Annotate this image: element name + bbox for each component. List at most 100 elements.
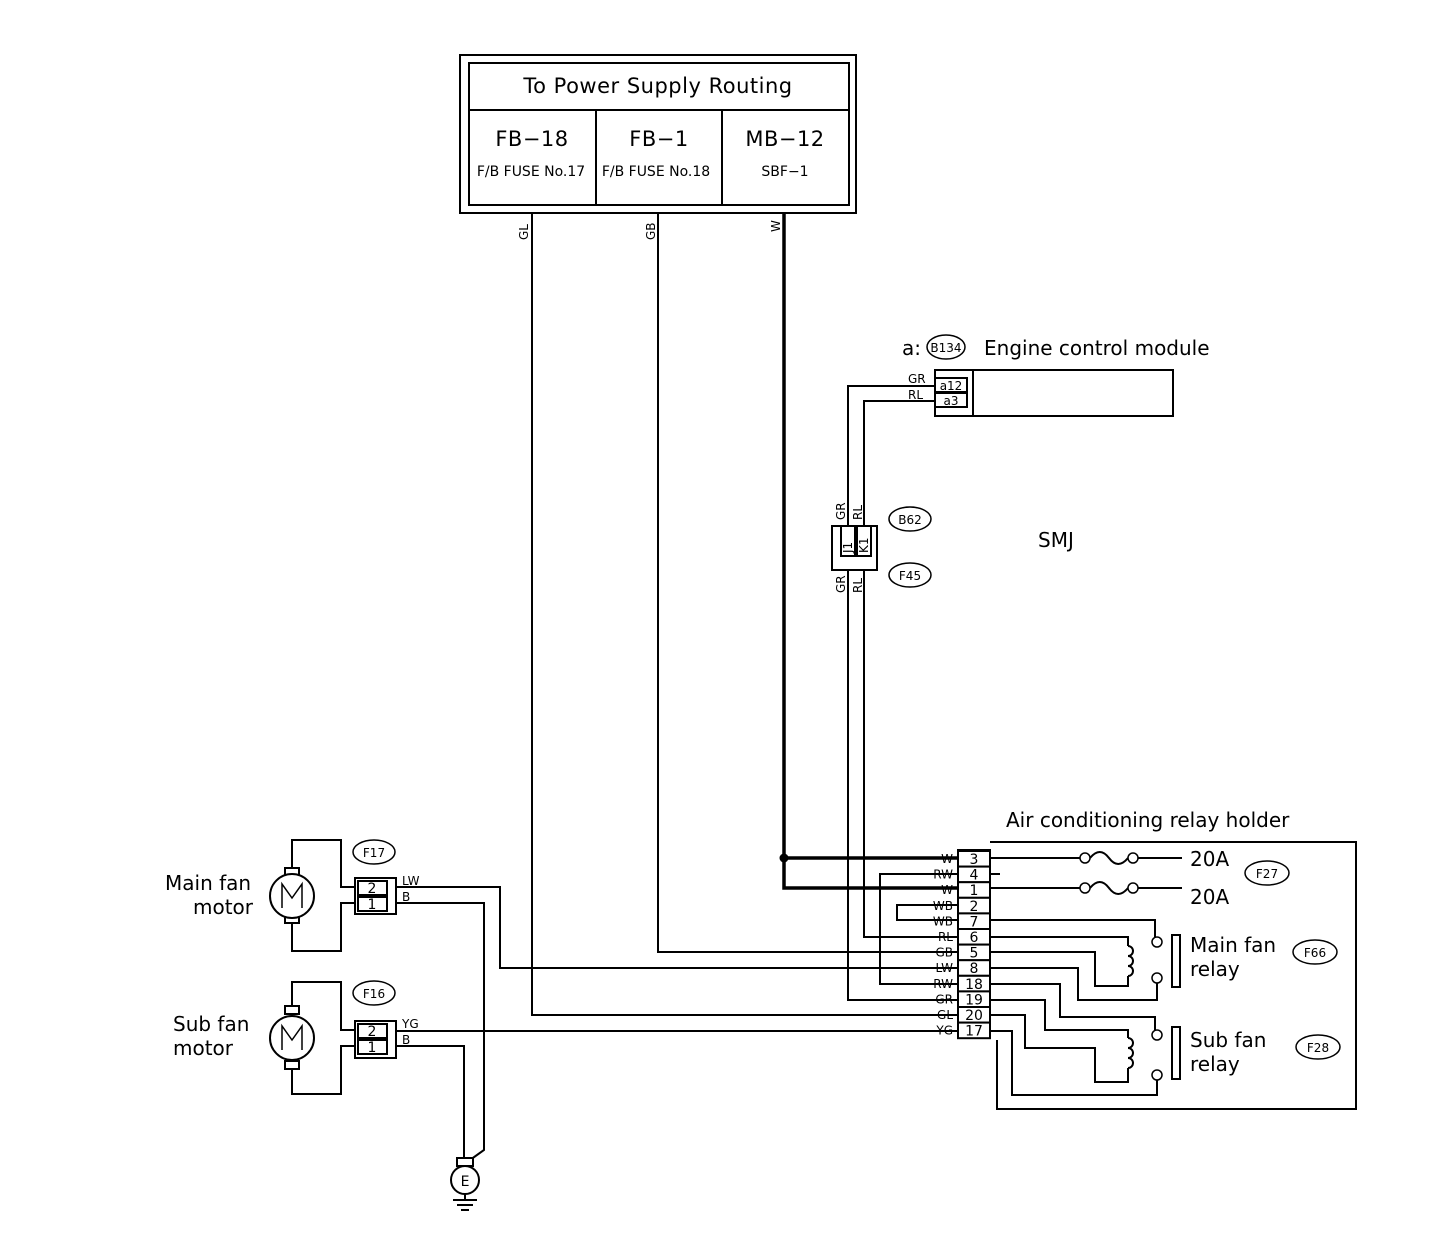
sub-fan-motor-icon (269, 1015, 315, 1061)
relay-wire-label: LW (936, 961, 954, 975)
main-fan-wire-b: B (402, 890, 410, 904)
sub-relay-connector: F28 (1307, 1041, 1329, 1055)
relay-pin-4: 4 (970, 868, 979, 884)
sub-fan-pin-1: 1 (368, 1040, 377, 1056)
main-relay-connector: F66 (1304, 946, 1326, 960)
power-col-3-code: MB−12 (745, 127, 824, 151)
fuse-2-rating: 20A (1190, 885, 1229, 909)
ecm-connector: B134 (930, 341, 961, 355)
fuse-connector-badge (1244, 860, 1290, 886)
ecm-label: Engine control module (984, 336, 1210, 360)
ecm-wire-gr: GR (908, 372, 926, 386)
wire-label-gl: GL (517, 224, 531, 240)
smj-wire-top-gr: GR (834, 502, 848, 520)
smj-wire-bottom-gr: GR (834, 575, 848, 593)
wire-wb-loop (896, 904, 958, 921)
power-col-1-sub: F/B FUSE No.17 (477, 164, 585, 180)
smj-wire-top-rl: RL (851, 505, 865, 520)
fuse-1-rating: 20A (1190, 847, 1229, 871)
main-fan-label-1: Main fan (165, 871, 251, 895)
relay-wire-label: GB (935, 946, 953, 960)
wire-b-sub (396, 1045, 465, 1160)
wire-lw (396, 886, 958, 969)
wire-gb (657, 213, 958, 953)
main-fan-connector-badge (352, 839, 396, 865)
wire-gl (531, 213, 958, 1016)
sub-relay-label-2: relay (1190, 1052, 1240, 1076)
main-fan-motor-icon (269, 873, 315, 919)
smj-connector-b62-label: B62 (898, 513, 922, 527)
sub-fan-label-1: Sub fan (173, 1012, 249, 1036)
wire-rl-ecm (863, 400, 958, 938)
ecm-pin-a3: a3 (944, 394, 959, 408)
main-fan-pin-2: 2 (368, 881, 377, 897)
power-col-2-code: FB−1 (629, 127, 688, 151)
sub-fan-connector-badge (352, 980, 396, 1006)
smj-pin-k1: K1 (857, 537, 871, 553)
relay-pin-2: 2 (970, 899, 979, 915)
smj-connector-f45-label: F45 (899, 569, 921, 583)
relay-pin-7: 7 (970, 914, 979, 930)
sub-fan-wire-yg: YG (401, 1017, 419, 1031)
main-relay-label-1: Main fan (1190, 933, 1276, 957)
relay-pin-17: 17 (965, 1024, 983, 1040)
relay-holder: Air conditioning relay holder 3W4RW1W2WB… (933, 808, 1357, 1110)
smj-label: SMJ (1038, 528, 1074, 552)
smj-connector-b62 (888, 506, 932, 532)
sub-fan-motor: Sub fan motor 2 1 F16 YG B (173, 980, 419, 1095)
relay-pin-6: 6 (970, 930, 979, 946)
sub-fan-pin-2: 2 (368, 1024, 377, 1040)
relay-wire-label: W (941, 852, 953, 866)
main-fan-pin-1: 1 (368, 897, 377, 913)
power-supply-box: To Power Supply Routing FB−18 F/B FUSE N… (459, 54, 857, 214)
main-relay-connector-badge (1292, 939, 1338, 965)
relay-wire-label: RL (938, 930, 953, 944)
main-fan-connector: F17 (363, 846, 385, 860)
wire-w-branch (782, 858, 958, 890)
ecm-pin-a12: a12 (940, 379, 963, 393)
ground-label: E (461, 1174, 470, 1190)
ecm-connector-badge (926, 334, 966, 360)
main-fan-wire-lw: LW (402, 874, 420, 888)
power-col-2-sub: F/B FUSE No.18 (602, 164, 710, 180)
ground-symbol: E (450, 1157, 480, 1211)
sub-fan-label-2: motor (173, 1036, 234, 1060)
main-fan-label-2: motor (193, 895, 254, 919)
relay-pin-18: 18 (965, 977, 983, 993)
relay-pin-20: 20 (965, 1008, 983, 1024)
wire-label-w: W (769, 220, 783, 232)
main-fan-motor: Main fan motor 2 1 F17 LW B (165, 839, 420, 952)
fuse-connector: F27 (1256, 867, 1278, 881)
sub-relay-connector-badge (1295, 1034, 1341, 1060)
relay-holder-title: Air conditioning relay holder (1006, 808, 1290, 832)
engine-control-module: a: B134 Engine control module a12 a3 GR … (902, 334, 1210, 417)
smj-wire-bottom-rl: RL (851, 578, 865, 593)
smj-pin-j1: J1 (841, 542, 855, 554)
smj-connector: J1 K1 GR RL GR RL B62 F45 SMJ (831, 502, 1074, 593)
relay-wire-label: W (941, 883, 953, 897)
relay-wire-label: GR (935, 992, 953, 1006)
relay-wire-label: YG (935, 1024, 953, 1038)
wire-rw-loop (879, 873, 958, 985)
main-relay-label-2: relay (1190, 957, 1240, 981)
ecm-wire-rl: RL (908, 388, 923, 402)
wire-b-main (396, 902, 485, 1161)
splice-dot (779, 853, 789, 863)
power-supply-title: To Power Supply Routing (522, 74, 792, 98)
relay-wire-label: GL (937, 1008, 953, 1022)
wire-gr-ecm (847, 385, 958, 1001)
wire-label-gb: GB (644, 222, 658, 240)
smj-connector-f45 (888, 562, 932, 588)
sub-fan-wire-b: B (402, 1033, 410, 1047)
relay-wire-label: WB (933, 914, 953, 928)
sub-fan-connector: F16 (363, 987, 385, 1001)
relay-pin-19: 19 (965, 992, 983, 1008)
power-col-1-code: FB−18 (495, 127, 568, 151)
relay-pin-8: 8 (970, 961, 979, 977)
sub-relay-label-1: Sub fan (1190, 1028, 1266, 1052)
relay-pin-5: 5 (970, 946, 979, 962)
power-col-3-sub: SBF−1 (761, 164, 808, 180)
relay-pin-1: 1 (970, 883, 979, 899)
ecm-prefix: a: (902, 336, 921, 360)
